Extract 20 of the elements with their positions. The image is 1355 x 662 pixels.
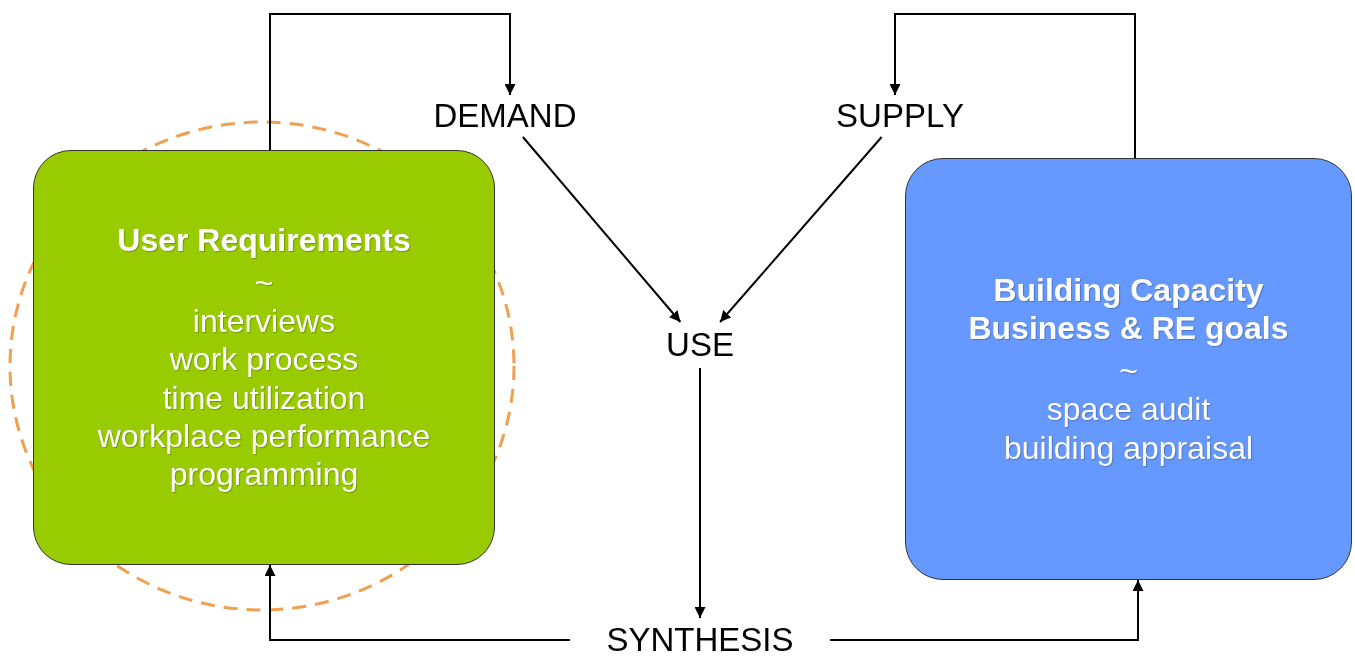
list-item: time utilization (162, 378, 366, 418)
list-item: space audit (1046, 390, 1211, 429)
requirements-box (33, 150, 495, 565)
arrow (269, 13, 516, 151)
box-heading: Building Capacity Business & RE goals (967, 271, 1290, 348)
list-item: workplace performance (97, 417, 431, 456)
list-item: work process (169, 340, 359, 379)
arrow (521, 136, 682, 323)
arrow (264, 564, 571, 641)
arrow (889, 13, 1136, 159)
box-heading: User Requirements (117, 221, 411, 260)
list-item: building appraisal (1003, 428, 1254, 467)
capacity-box (905, 158, 1352, 580)
separator-tilde: ~ (1119, 351, 1138, 391)
arrow (694, 367, 706, 619)
arrow (719, 136, 883, 323)
list-item: interviews (192, 301, 336, 341)
arrow (829, 579, 1144, 641)
list-item: programming (169, 455, 359, 494)
separator-tilde: ~ (254, 263, 274, 302)
